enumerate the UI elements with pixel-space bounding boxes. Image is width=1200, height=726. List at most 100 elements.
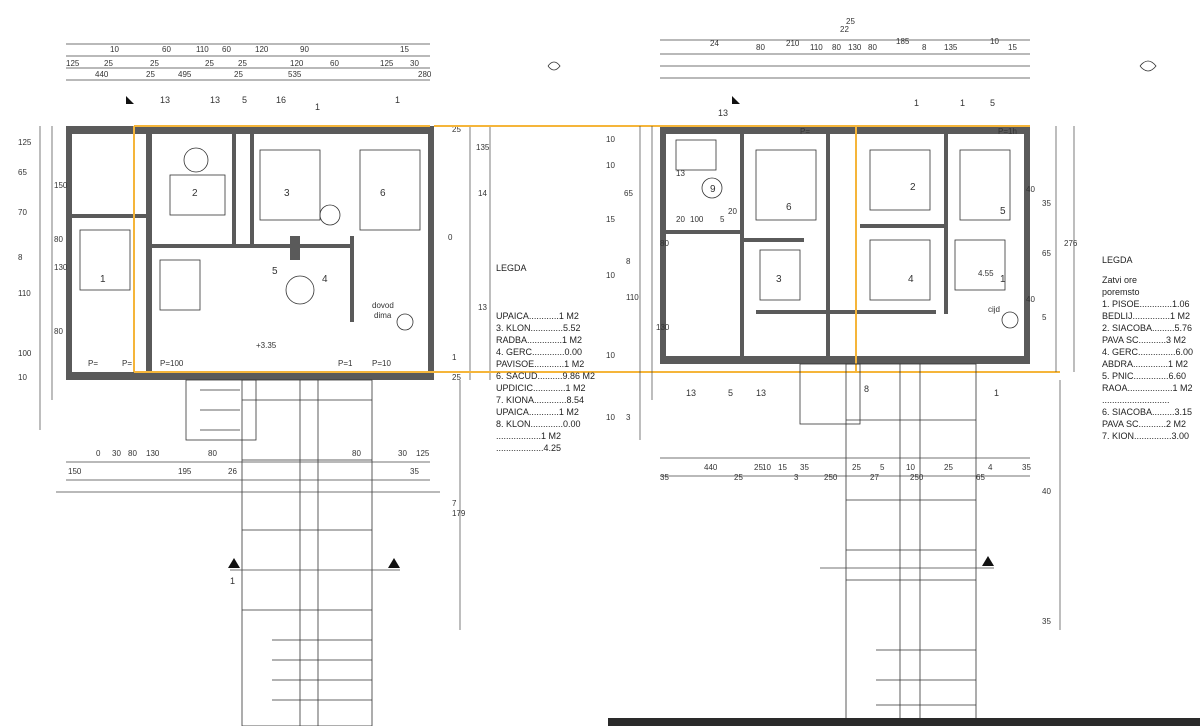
left-axis-marks: 13 13 5 16 1 1 bbox=[126, 95, 400, 112]
dim-label: 440 bbox=[95, 70, 109, 79]
dim-label: 110 bbox=[810, 43, 823, 52]
room-number: 6 bbox=[380, 188, 386, 199]
dim-label: 27 bbox=[870, 473, 879, 482]
p-label: P=10 bbox=[372, 359, 391, 368]
legend-item: 6. SIACOBA.........3.15 bbox=[1102, 407, 1193, 417]
dim-label: 125 bbox=[18, 138, 32, 147]
right-bottom-dims-row1: 440 25 10 15 35 25 5 10 25 4 35 bbox=[704, 463, 1031, 472]
axis-mark: 1 bbox=[315, 102, 320, 112]
dim-label: 15 bbox=[606, 215, 615, 224]
room-number: 5 bbox=[272, 266, 278, 277]
room-number: 5 bbox=[1000, 206, 1006, 217]
room-number: 4 bbox=[908, 274, 914, 285]
dim-label: 130 bbox=[656, 323, 670, 332]
axis-mark: 5 bbox=[990, 98, 995, 108]
legend-item: UPAICA............1 M2 bbox=[496, 311, 579, 321]
room-number: 6 bbox=[786, 202, 792, 213]
dim-label: 13 bbox=[478, 303, 487, 312]
dim-label: 135 bbox=[944, 43, 958, 52]
dim-label: 20 bbox=[676, 215, 685, 224]
dim-label: 35 bbox=[1042, 199, 1051, 208]
legend-item: 7. KIONA.............8.54 bbox=[496, 395, 585, 405]
legend-title: LEGDA bbox=[1102, 255, 1133, 265]
dim-label: 25 bbox=[146, 70, 155, 79]
dim-label: 35 bbox=[1022, 463, 1031, 472]
dim-label: 135 bbox=[476, 143, 490, 152]
dim-label: 80 bbox=[128, 449, 137, 458]
p-label: P= bbox=[122, 359, 132, 368]
dim-label: 20 bbox=[728, 207, 737, 216]
dim-label: 250 bbox=[824, 473, 838, 482]
dim-label: 125 bbox=[416, 449, 430, 458]
dim-label: 60 bbox=[222, 45, 231, 54]
legend-left: LEGDA UPAICA............1 M2 3. KLON....… bbox=[496, 262, 596, 454]
dim-label: 80 bbox=[352, 449, 361, 458]
right-circle-marks: 13 5 13 8 1 bbox=[686, 384, 999, 398]
dim-label: 1 bbox=[452, 353, 457, 362]
dim-label: 24 bbox=[710, 39, 719, 48]
axis-mark: 13 bbox=[210, 95, 220, 105]
dim-label: 80 bbox=[660, 239, 669, 248]
dim-label: 5 bbox=[1042, 313, 1047, 322]
dim-label: 80 bbox=[868, 43, 877, 52]
north-arrow-icon bbox=[547, 60, 1157, 72]
left-bottom-dims-row1: 0 30 80 130 80 80 30 125 bbox=[96, 449, 430, 458]
dim-label: 10 bbox=[606, 161, 615, 170]
dim-label: 100 bbox=[690, 215, 704, 224]
dim-label: 80 bbox=[54, 235, 63, 244]
right-room-numbers: 9 6 2 5 4 3 1 bbox=[710, 182, 1006, 285]
legend-item: ........................... bbox=[1102, 395, 1170, 405]
chimney-label: dovod bbox=[372, 301, 394, 310]
dim-label: 8 bbox=[922, 43, 927, 52]
dim-label: 15 bbox=[778, 463, 787, 472]
axis-mark: 13 bbox=[718, 108, 728, 118]
legend-item: BEDLIJ...............1 M2 bbox=[1102, 311, 1191, 321]
dim-label: 10 bbox=[110, 45, 119, 54]
axis-mark: 8 bbox=[864, 384, 869, 394]
axis-mark: 1 bbox=[914, 98, 919, 108]
dim-label: 80 bbox=[832, 43, 841, 52]
dim-label: 120 bbox=[290, 59, 304, 68]
dim-label: 3 bbox=[794, 473, 799, 482]
dim-label: 10 bbox=[18, 373, 27, 382]
axis-mark: 13 bbox=[160, 95, 170, 105]
legend-item: PAVA SC...........3 M2 bbox=[1102, 335, 1187, 345]
dim-label: 25 bbox=[452, 373, 461, 382]
right-inner-labels: 13 20 20 100 5 bbox=[676, 169, 737, 224]
dim-label: 535 bbox=[288, 70, 302, 79]
right-top-dims: 24 210 80 110 80 130 80 185 8 135 10 15 bbox=[710, 37, 1017, 52]
dim-label: 65 bbox=[1042, 249, 1051, 258]
legend-right: LEGDA Zatvi ore poremsto 1. PISOE.......… bbox=[1102, 254, 1198, 442]
legend-item: RAOA..................1 M2 bbox=[1102, 383, 1193, 393]
axis-mark: 1 bbox=[960, 98, 965, 108]
dim-label: 26 bbox=[228, 467, 237, 476]
legend-item: PAVISOE............1 M2 bbox=[496, 359, 585, 369]
dim-label: 40 bbox=[1026, 295, 1035, 304]
left-right-side-dims: 25 135 14 0 13 1 25 bbox=[448, 125, 490, 382]
left-p-labels: P= P= P=100 P=1 P=10 bbox=[88, 359, 391, 368]
legend-item: UPDICIC.............1 M2 bbox=[496, 383, 586, 393]
legend-item: UPAICA............1 M2 bbox=[496, 407, 579, 417]
dim-label: 80 bbox=[756, 43, 765, 52]
right-left-side-dims: 10 10 65 15 130 80 8 10 110 10 10 3 bbox=[606, 135, 670, 422]
dim-label: 5 bbox=[880, 463, 885, 472]
legend-item: 5. PNIC..............6.60 bbox=[1102, 371, 1187, 381]
dim-label: 25 bbox=[234, 70, 243, 79]
dim-label: 35 bbox=[800, 463, 809, 472]
dim-label: 65 bbox=[976, 473, 985, 482]
dim-label: 7 bbox=[452, 499, 457, 508]
dim-label: 10 bbox=[606, 271, 615, 280]
dim-label: 65 bbox=[18, 168, 27, 177]
left-top-dim-row2: 125 25 25 25 25 120 60 125 30 bbox=[66, 59, 419, 68]
dim-label: 130 bbox=[54, 263, 68, 272]
axis-mark: 16 bbox=[276, 95, 286, 105]
dim-label: 0 bbox=[96, 449, 101, 458]
legend-item: ..................1 M2 bbox=[496, 431, 562, 441]
dim-label: 440 bbox=[704, 463, 718, 472]
dim-label: 10 bbox=[606, 351, 615, 360]
dim-label: 25 bbox=[205, 59, 214, 68]
right-bottom-dims-row2: 35 25 3 250 27 250 65 bbox=[660, 473, 985, 482]
legend-item: 2. SIACOBA.........5.76 bbox=[1102, 323, 1193, 333]
room-number: 9 bbox=[710, 184, 716, 195]
